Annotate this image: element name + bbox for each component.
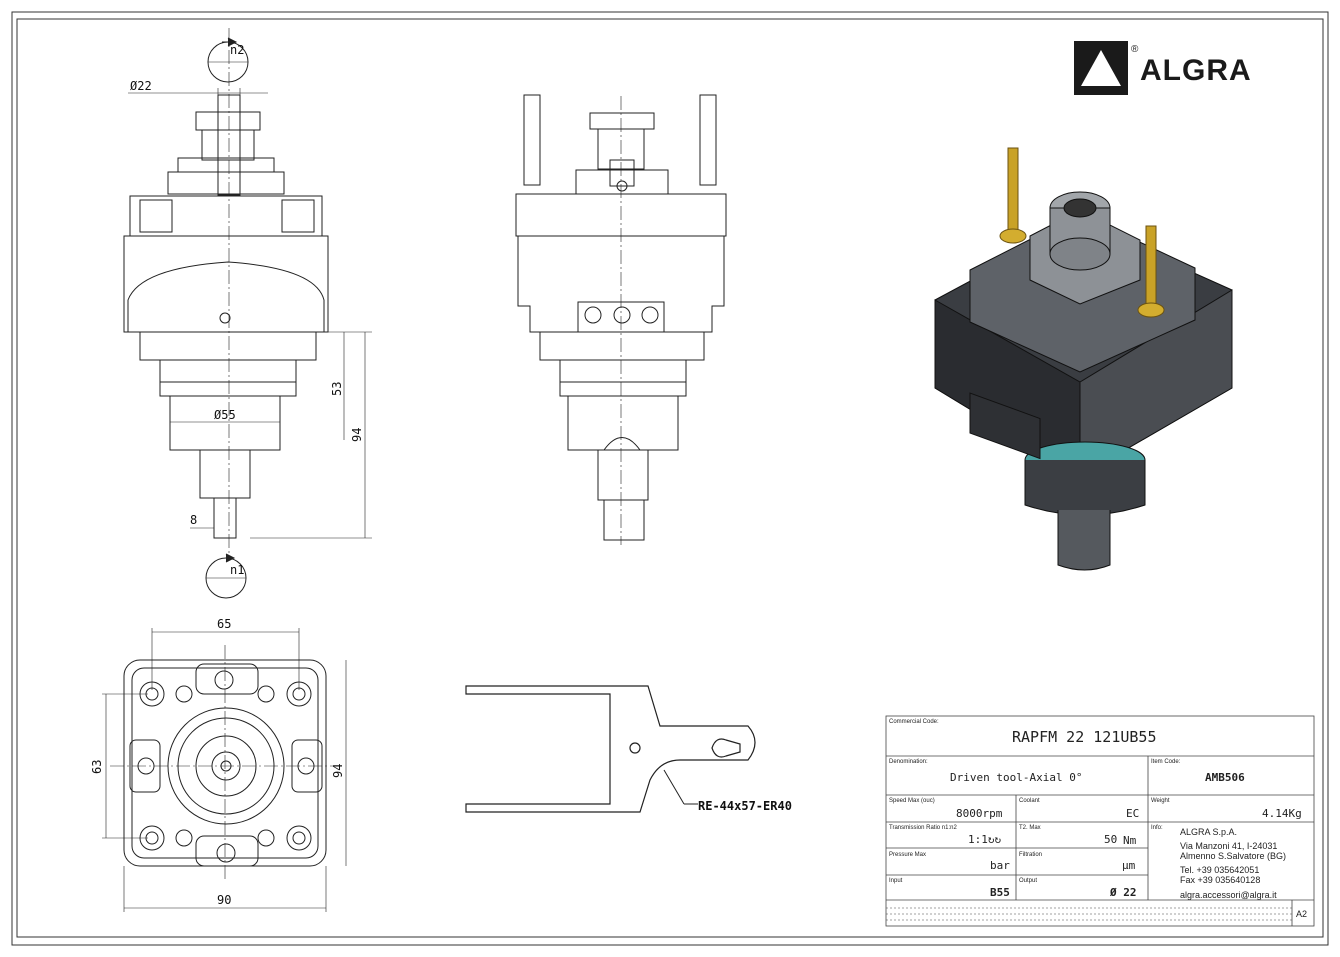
- info-label: Info:: [1151, 825, 1163, 831]
- commercial-code: RAPFM 22 121UB55: [1012, 728, 1157, 746]
- flange-view: [102, 628, 347, 912]
- speed-label: Speed Max (ouc): [889, 798, 935, 804]
- pressure-label: Pressure Max: [889, 852, 926, 858]
- ratio-label: Transmission Ratio n1:n2: [889, 825, 957, 831]
- address-line-2: Almenno S.Salvatore (BG): [1180, 851, 1286, 861]
- rotation-symbol-n2: [207, 37, 249, 83]
- dim-8: 8: [190, 513, 197, 527]
- ratio-value: 1:1↻↻: [968, 833, 1001, 846]
- wrench-label: RE-44x57-ER40: [698, 799, 792, 813]
- dim-phi22: Ø22: [130, 79, 152, 93]
- item-code: AMB506: [1205, 771, 1245, 784]
- company-name: ALGRA S.p.A.: [1180, 827, 1237, 837]
- isometric-render: [934, 147, 1233, 571]
- rotation-label-n2: n2: [230, 43, 244, 57]
- brand-name: ALGRA: [1140, 54, 1252, 87]
- dim-94-bottom: 94: [331, 764, 345, 778]
- tmax-label: T2. Max: [1019, 825, 1041, 831]
- input-value: B55: [990, 886, 1010, 899]
- dim-94-side: 94: [350, 428, 364, 442]
- registered-mark: ®: [1131, 44, 1139, 55]
- denomination-label: Denomination:: [889, 759, 928, 765]
- address-line-1: Via Manzoni 41, I-24031: [1180, 841, 1277, 851]
- coolant-value: EC: [1126, 807, 1139, 820]
- commercial-code-label: Commercial Code:: [889, 719, 939, 725]
- email: algra.accessori@algra.it: [1180, 890, 1277, 900]
- inner-frame: [16, 18, 1324, 938]
- weight-value: 4.14Kg: [1262, 807, 1302, 820]
- input-label: Input: [889, 878, 903, 884]
- tmax-unit: Nm: [1123, 834, 1137, 847]
- tmax-value: 50: [1104, 833, 1117, 846]
- filtration-label: Filtration: [1019, 852, 1042, 858]
- filtration-unit: µm: [1122, 859, 1136, 872]
- fax: Fax +39 035640128: [1180, 875, 1260, 885]
- dim-phi55: Ø55: [214, 408, 236, 422]
- coolant-label: Coolant: [1019, 798, 1040, 804]
- output-value: Ø 22: [1109, 886, 1137, 899]
- dim-53: 53: [330, 382, 344, 396]
- dim-65: 65: [217, 617, 231, 631]
- telephone: Tel. +39 035642051: [1180, 865, 1259, 875]
- wrench-drawing: [465, 685, 756, 813]
- item-code-label: Item Code:: [1151, 759, 1181, 765]
- rotation-label-n1: n1: [230, 563, 244, 577]
- outer-frame: [11, 11, 1329, 946]
- weight-label: Weight: [1151, 798, 1170, 804]
- pressure-unit: bar: [990, 859, 1010, 872]
- denomination: Driven tool-Axial 0°: [950, 771, 1082, 784]
- output-label: Output: [1019, 878, 1037, 884]
- dim-90: 90: [217, 893, 231, 907]
- algra-logo: ALGRA ®: [1074, 41, 1252, 95]
- dim-63: 63: [90, 760, 104, 774]
- rotation-symbol-n1: [205, 553, 247, 599]
- front-view: [123, 28, 372, 599]
- title-block: [885, 715, 1315, 927]
- speed-value: 8000rpm: [956, 807, 1003, 820]
- side-view: [515, 94, 727, 545]
- sheet-size: A2: [1296, 909, 1307, 919]
